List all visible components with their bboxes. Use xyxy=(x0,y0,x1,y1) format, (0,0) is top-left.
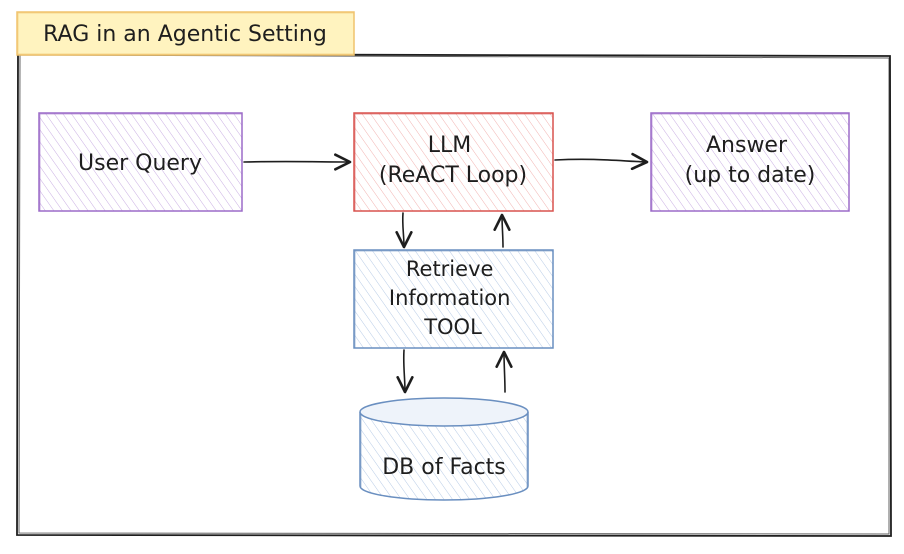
user-query-label: User Query xyxy=(78,151,202,176)
db-node: DB of Facts xyxy=(359,397,529,501)
arrow-tool-to-db xyxy=(396,349,414,394)
diagram-title: RAG in an Agentic Setting xyxy=(43,22,327,47)
answer-node: Answer (up to date) xyxy=(650,112,850,212)
user-query-node: User Query xyxy=(38,112,243,212)
tool-node: Retrieve Information TOOL xyxy=(353,249,554,349)
outer-frame xyxy=(16,53,892,537)
arrow-db-to-tool xyxy=(495,350,513,393)
arrow-llm-to-tool xyxy=(395,212,413,249)
answer-label: Answer (up to date) xyxy=(685,133,816,188)
arrows xyxy=(243,152,649,394)
db-label: DB of Facts xyxy=(382,455,506,480)
arrow-tool-to-llm xyxy=(493,213,511,248)
title-box: RAG in an Agentic Setting xyxy=(16,11,355,56)
llm-label: LLM (ReACT Loop) xyxy=(379,133,527,188)
arrow-llm-to-answer xyxy=(554,152,649,171)
tool-label: Retrieve Information TOOL xyxy=(389,257,517,339)
llm-node: LLM (ReACT Loop) xyxy=(353,112,554,212)
